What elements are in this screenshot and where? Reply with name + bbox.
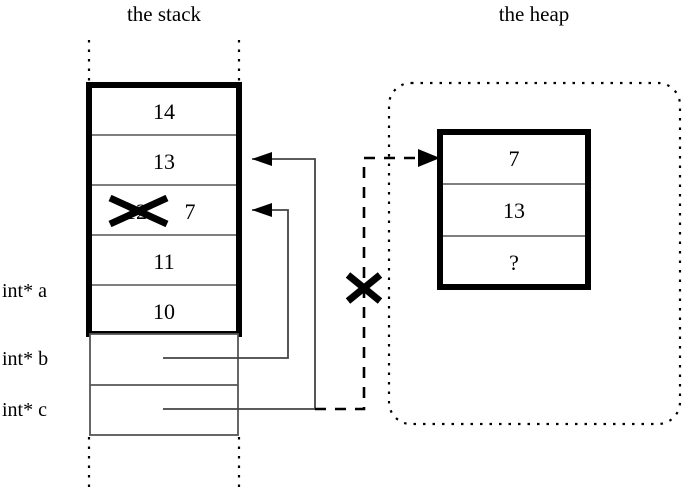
invalid-pointer-x-mark — [345, 272, 383, 304]
pointer-var-label-c: int* c — [2, 399, 47, 421]
heap-block-frame — [437, 129, 591, 290]
stack-cell-value-2-new: 7 — [184, 199, 196, 224]
pointer-c-arrow — [163, 152, 316, 410]
heap-cell-value-0: 7 — [508, 146, 520, 171]
pointer-var-label-a: int* a — [2, 280, 47, 302]
stack-cell-value-0: 14 — [153, 99, 175, 124]
heap-cell-value-2: ? — [509, 250, 519, 275]
heap-title: the heap — [498, 2, 570, 26]
struck-value-x-mark — [108, 194, 169, 228]
pointer-var-label-b: int* b — [2, 348, 49, 370]
stack-cell-value-1: 13 — [153, 149, 175, 174]
stack-title: the stack — [126, 2, 202, 26]
stack-pointer-slots — [89, 333, 239, 436]
dangling-heap-pointer-dashed — [315, 149, 440, 411]
heap-cell-value-1: 13 — [503, 198, 525, 223]
heap-region-boundary — [387, 81, 682, 426]
stack-cell-value-4: 10 — [153, 299, 175, 324]
stack-array-frame — [86, 82, 242, 337]
stack-cell-value-2-old: 12 — [125, 199, 147, 224]
pointer-b-arrow — [163, 203, 289, 359]
stack-cell-value-3: 11 — [153, 249, 175, 274]
